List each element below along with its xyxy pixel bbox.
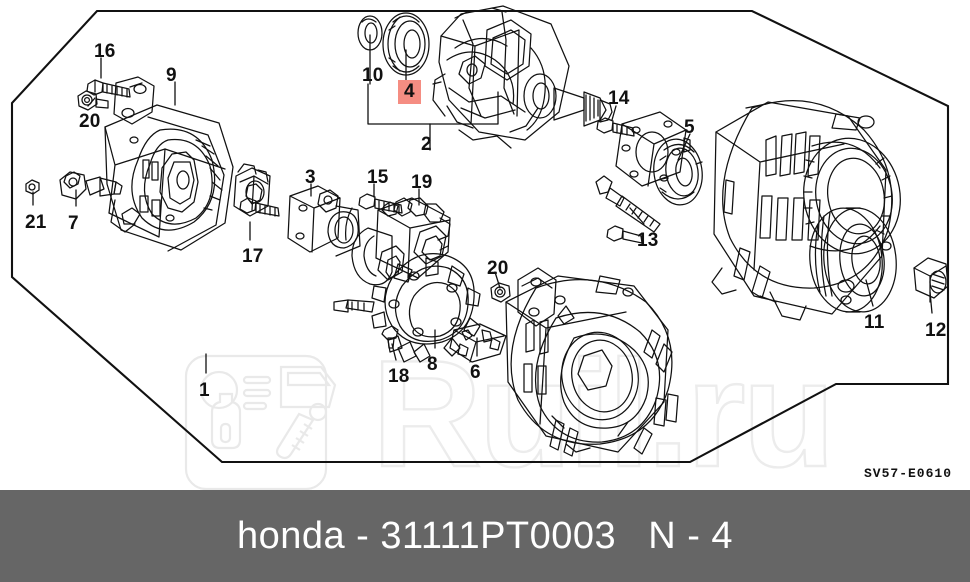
callout-17: 17 xyxy=(242,246,264,267)
part-6-terminal-plate xyxy=(449,323,507,363)
part-13-through-bolt xyxy=(595,175,661,233)
callout-7: 7 xyxy=(68,213,79,234)
callout-20: 20 xyxy=(79,111,101,132)
callout-8: 8 xyxy=(427,354,438,375)
part-8-rectifier xyxy=(333,253,481,363)
part-bolt-lower-right xyxy=(606,225,643,244)
part-16-bolt xyxy=(86,79,131,98)
part-3-regulator-bracket xyxy=(287,185,361,257)
callout-20b: 20 xyxy=(487,258,509,279)
footer-page-ref: N - 4 xyxy=(648,514,734,557)
part-alternator-body xyxy=(711,100,901,321)
callout-4[interactable]: 4 xyxy=(398,80,421,104)
callout-19: 19 xyxy=(411,172,433,193)
part-5-bearing xyxy=(653,138,703,206)
part-21-nut xyxy=(25,179,40,195)
part-4-bearing xyxy=(382,12,430,76)
diagram-code: SV57-E0610 xyxy=(863,466,952,481)
callout-10: 10 xyxy=(362,65,384,86)
callout-5: 5 xyxy=(684,117,695,138)
part-7-terminal-bolt xyxy=(59,171,123,200)
part-9-rear-housing xyxy=(104,104,234,252)
part-cap-small xyxy=(233,163,271,217)
diagram-frame xyxy=(10,9,950,464)
exploded-parts-artwork xyxy=(25,5,949,457)
part-10-seal-ring xyxy=(357,15,383,51)
callout-9: 9 xyxy=(166,65,177,86)
part-2-rotor-assembly xyxy=(432,5,613,149)
callout-13: 13 xyxy=(637,230,659,251)
callout-18: 18 xyxy=(388,366,410,387)
callout-11: 11 xyxy=(864,312,885,333)
footer-bar: honda - 31111PT0003 N - 4 xyxy=(0,490,970,582)
part-18-screw xyxy=(381,325,399,349)
callout-15: 15 xyxy=(367,167,389,188)
footer-part-number: honda - 31111PT0003 xyxy=(236,514,617,557)
part-11-pulley xyxy=(809,207,897,313)
callout-21: 21 xyxy=(25,212,47,233)
callout-1: 1 xyxy=(199,380,210,401)
callout-6: 6 xyxy=(470,362,481,383)
diagram-canvas: Ruil.ru xyxy=(10,5,952,490)
callout-16: 16 xyxy=(94,41,116,62)
part-20-nut-right xyxy=(490,282,511,303)
watermark-logo-icon xyxy=(184,354,337,490)
part-20-nut-left xyxy=(77,90,109,111)
callout-3: 3 xyxy=(305,167,316,188)
callout-12: 12 xyxy=(925,320,947,341)
callout-2: 2 xyxy=(421,134,432,155)
part-19-brush-holder xyxy=(345,197,451,286)
part-front-housing xyxy=(505,275,679,457)
callout-14: 14 xyxy=(608,88,630,109)
leader-lines xyxy=(32,34,933,374)
